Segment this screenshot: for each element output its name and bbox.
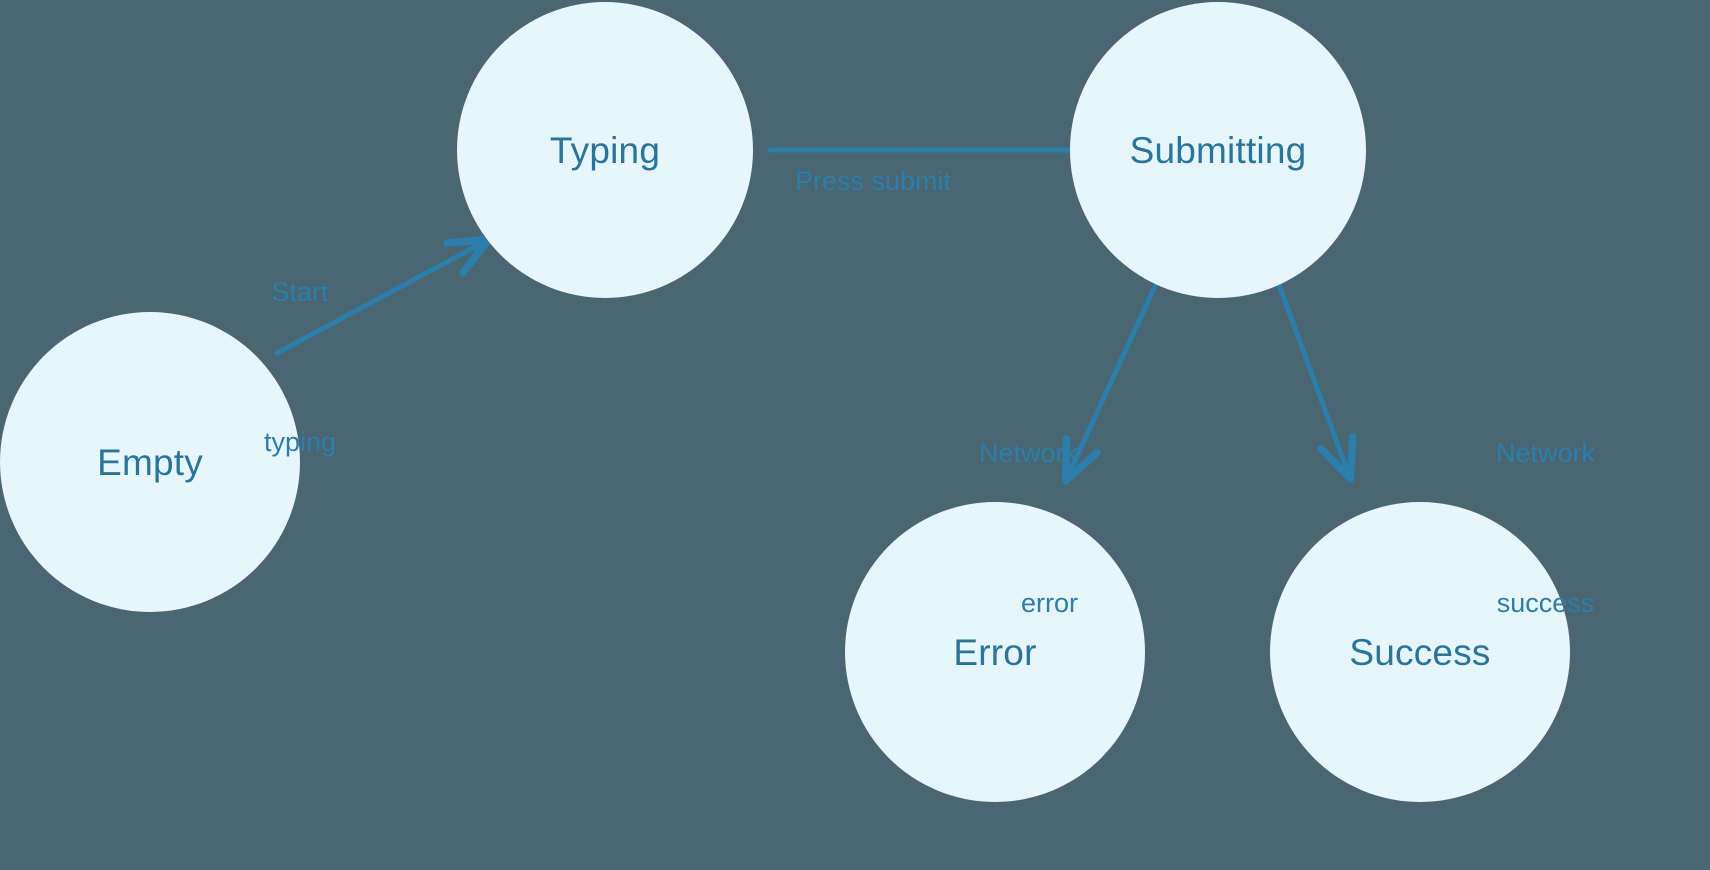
edge-label-network-error-line2: error (1020, 588, 1078, 618)
state-node-success[interactable]: Success (1270, 502, 1570, 802)
state-node-success-label: Success (1349, 631, 1491, 673)
state-node-submitting-label: Submitting (1129, 129, 1307, 171)
state-node-typing-label: Typing (549, 129, 661, 171)
state-node-error-label: Error (953, 631, 1037, 673)
edge-label-start-typing-line1: Start (271, 277, 329, 307)
edge-label-start-typing-line2: typing (263, 427, 337, 457)
state-node-error[interactable]: Error (845, 502, 1145, 802)
state-node-empty[interactable]: Empty (0, 312, 300, 612)
edge-label-network-success: Network success (1438, 328, 1653, 728)
state-node-submitting[interactable]: Submitting (1070, 2, 1366, 298)
edge-submitting-to-success (1275, 279, 1350, 478)
edge-label-start-typing: Start typing (230, 167, 370, 567)
edge-label-network-error: Network error (858, 328, 1078, 728)
edge-label-network-success-line2: success (1496, 588, 1595, 618)
edge-label-press-submit: Press submit (795, 56, 1055, 306)
edge-label-network-success-line1: Network (1495, 438, 1596, 468)
edge-label-network-error-line1: Network (978, 438, 1078, 468)
edge-empty-to-typing (274, 240, 488, 356)
state-node-typing[interactable]: Typing (457, 2, 753, 298)
state-node-empty-label: Empty (97, 441, 203, 483)
edge-label-press-submit-line1: Press submit (795, 166, 952, 196)
edge-submitting-to-error (1066, 281, 1159, 480)
